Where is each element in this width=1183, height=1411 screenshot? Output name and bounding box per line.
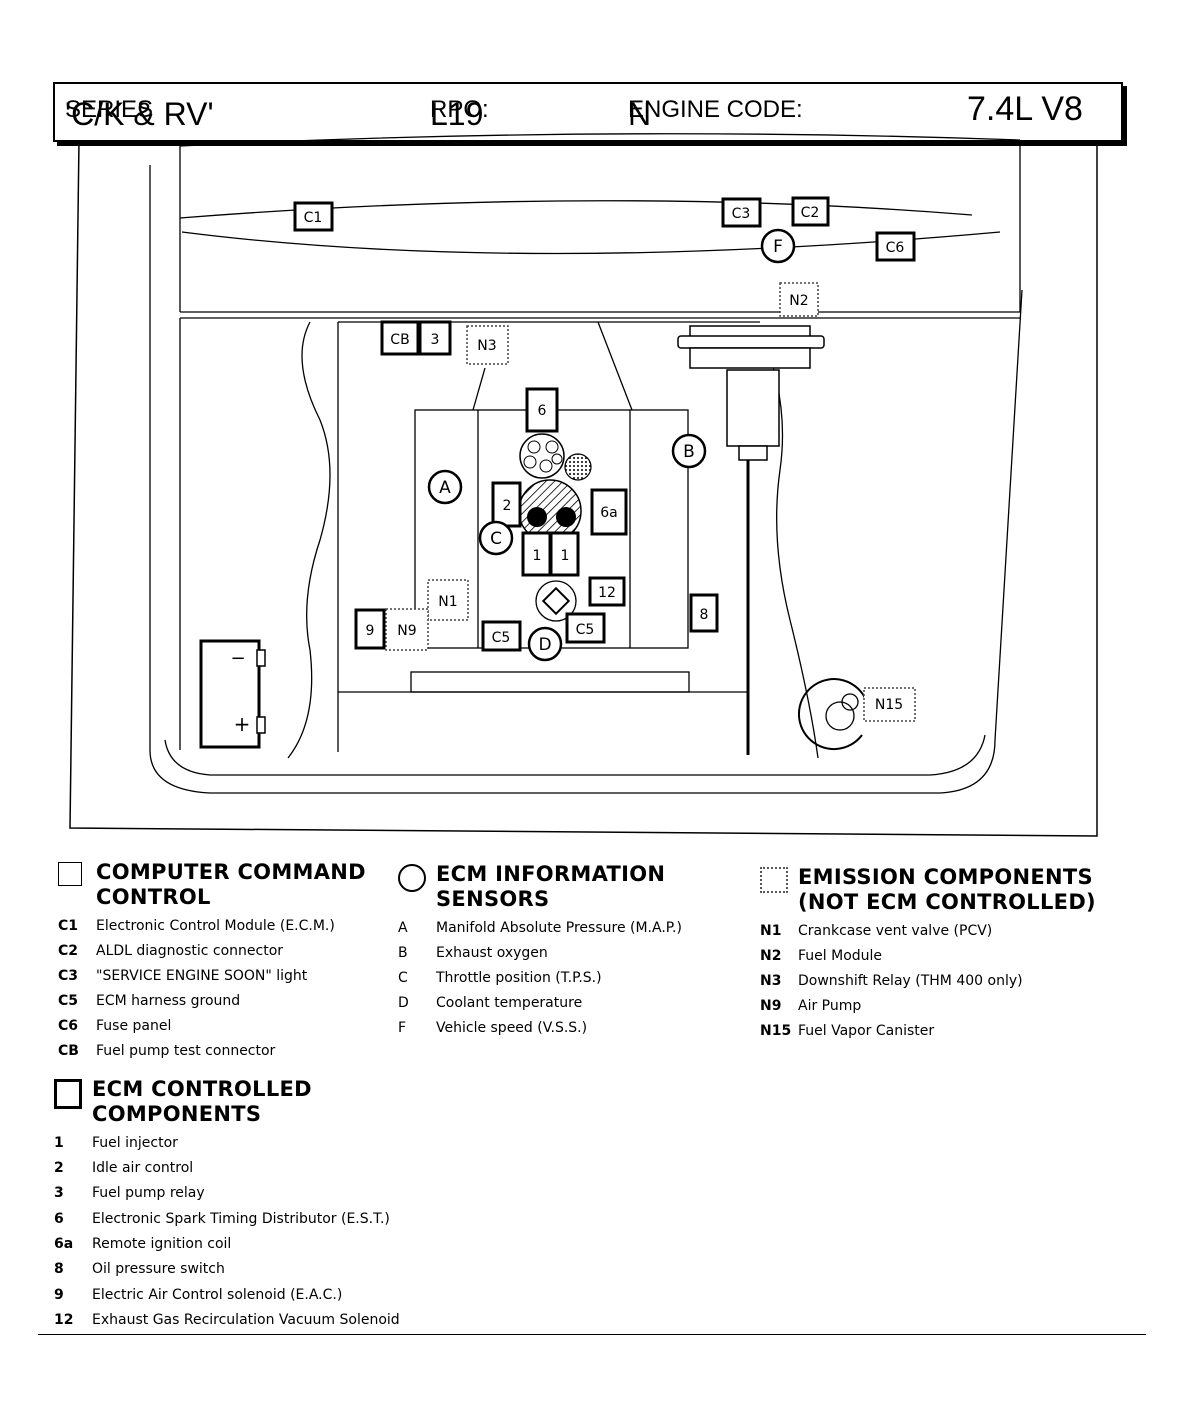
svg-text:N3: N3 bbox=[477, 338, 496, 354]
cowl-outline bbox=[179, 133, 1021, 319]
svg-text:D: D bbox=[538, 635, 551, 655]
ground-box-c5-left: C5 bbox=[481, 620, 522, 652]
ground-box-c5-right: C5 bbox=[565, 612, 606, 644]
svg-text:C5: C5 bbox=[576, 622, 595, 638]
fuel-pump-relay-box-3: 3 bbox=[418, 320, 452, 356]
service-light-box-c3: C3 bbox=[721, 197, 762, 228]
bottom-divider bbox=[38, 1334, 1146, 1335]
svg-text:1: 1 bbox=[561, 548, 570, 564]
battery-minus: − bbox=[230, 648, 245, 669]
injector-box-1a: 1 bbox=[521, 531, 552, 577]
legend-sensors-symbol bbox=[398, 864, 426, 892]
svg-text:6: 6 bbox=[538, 403, 547, 419]
svg-text:C1: C1 bbox=[304, 210, 323, 226]
svg-text:A: A bbox=[439, 478, 451, 498]
legend-emission-symbol bbox=[760, 867, 788, 893]
battery: − + bbox=[199, 639, 266, 749]
svg-text:N2: N2 bbox=[789, 293, 808, 309]
canister-box-n15: N15 bbox=[863, 687, 916, 722]
engine-compartment-diagram: − + C1 C3 C2 C6 CB 3 C5 C5 bbox=[69, 133, 1098, 837]
body-outline bbox=[149, 165, 1023, 794]
svg-text:1: 1 bbox=[533, 548, 542, 564]
svg-text:N9: N9 bbox=[397, 623, 416, 639]
svg-text:N15: N15 bbox=[875, 697, 903, 713]
pcv-box-n1: N1 bbox=[427, 579, 469, 621]
idle-air-box-2: 2 bbox=[491, 481, 522, 528]
svg-text:12: 12 bbox=[598, 585, 616, 601]
aldl-box-c2: C2 bbox=[791, 196, 830, 227]
fuse-panel-box-c6: C6 bbox=[875, 231, 916, 262]
eac-solenoid-box-9: 9 bbox=[354, 608, 386, 650]
legend-ccc-symbol bbox=[58, 862, 82, 886]
svg-text:3: 3 bbox=[431, 332, 440, 348]
svg-text:6a: 6a bbox=[600, 505, 618, 521]
sensor-a-map: A bbox=[427, 469, 463, 505]
svg-text:C3: C3 bbox=[732, 206, 751, 222]
vapor-canister bbox=[797, 678, 867, 751]
fuel-module-box-n2: N2 bbox=[779, 282, 819, 317]
air-pump-box-n9: N9 bbox=[385, 608, 429, 651]
battery-plus: + bbox=[234, 712, 251, 736]
sensor-b-oxygen: B bbox=[671, 433, 707, 469]
sensor-f-vss: F bbox=[760, 228, 796, 264]
downshift-relay-box-n3: N3 bbox=[466, 325, 509, 365]
legend-controlled-title: ECM CONTROLLED COMPONENTS bbox=[92, 1077, 312, 1126]
title-bar: 'C/K & RV' SERIES RPO:L19 ENGINE CODE:N … bbox=[53, 82, 1123, 142]
svg-text:9: 9 bbox=[366, 623, 375, 639]
ecm-box-c1: C1 bbox=[293, 201, 334, 232]
legend-controlled-symbol bbox=[54, 1079, 82, 1109]
distributor-box-6: 6 bbox=[525, 387, 559, 433]
legend-sensors-title: ECM INFORMATION SENSORS bbox=[436, 862, 666, 911]
svg-text:C2: C2 bbox=[801, 205, 820, 221]
egr-solenoid-box-12: 12 bbox=[588, 576, 626, 607]
svg-text:CB: CB bbox=[390, 332, 409, 348]
svg-text:C5: C5 bbox=[492, 630, 511, 646]
legend-emission: EMISSION COMPONENTS (NOT ECM CONTROLLED)… bbox=[760, 865, 1096, 1039]
svg-text:2: 2 bbox=[503, 498, 512, 514]
coolant-thermostat bbox=[535, 580, 577, 622]
svg-text:B: B bbox=[683, 442, 695, 462]
svg-text:8: 8 bbox=[700, 607, 709, 623]
test-connector-box-cb: CB bbox=[380, 320, 420, 356]
svg-text:C6: C6 bbox=[886, 240, 905, 256]
coil-box-6a: 6a bbox=[590, 488, 628, 536]
svg-text:F: F bbox=[773, 237, 783, 257]
engine-size: 7.4L V8 bbox=[967, 90, 1083, 128]
legend-emission-title: EMISSION COMPONENTS (NOT ECM CONTROLLED) bbox=[798, 865, 1096, 914]
legend-ccc-title: COMPUTER COMMAND CONTROL bbox=[96, 860, 366, 909]
sensor-c-tps: C bbox=[478, 520, 514, 556]
sensor-d-coolant: D bbox=[527, 626, 563, 662]
injector-box-1b: 1 bbox=[549, 531, 580, 577]
fuel-module bbox=[677, 325, 825, 461]
throttle-body bbox=[518, 479, 582, 543]
oil-pressure-box-8: 8 bbox=[689, 593, 719, 633]
diagram-frame bbox=[69, 139, 1098, 837]
svg-text:N1: N1 bbox=[438, 594, 457, 610]
distributor-cap bbox=[519, 433, 592, 481]
engine-block bbox=[337, 321, 760, 755]
svg-text:C: C bbox=[490, 529, 502, 549]
